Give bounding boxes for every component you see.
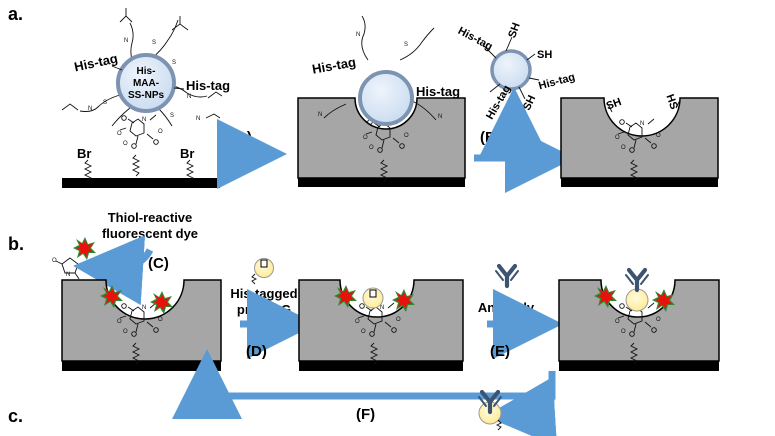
step-label-b: (B): [480, 129, 501, 146]
panel-b-stage-2: [298, 279, 464, 371]
svg-text:S: S: [152, 40, 156, 46]
base-strip: [299, 361, 463, 371]
np-label-line-2: MAA-: [133, 78, 159, 89]
arrow-step-f-return: [172, 349, 556, 419]
svg-text:S: S: [103, 100, 107, 106]
svg-text:S: S: [170, 113, 174, 119]
protein-label-line-2: proteinG: [237, 302, 291, 317]
base-strip: [298, 178, 465, 187]
step-label-f: (F): [356, 406, 375, 423]
released-nanoparticle: His-tag SH SH His-tag SH His-tag: [456, 21, 577, 121]
br-label-left: Br: [77, 146, 91, 161]
panel-a-stage-3: SH HS: [560, 93, 719, 187]
his-tagged-protein-g: [251, 258, 274, 285]
nanoparticle: [358, 70, 414, 126]
his-tag-label-right: His-tag: [416, 84, 460, 99]
panel-label-b: b.: [8, 234, 24, 254]
panel-a-stage-2: N S N N His-tag His-tag: [297, 15, 466, 187]
panel-b-stage-1: [61, 279, 222, 371]
bound-antibody: [626, 270, 648, 290]
svg-text:N: N: [356, 32, 360, 38]
his-tag-label-left: His-tag: [311, 54, 357, 76]
svg-text:N: N: [187, 94, 191, 100]
nanoparticle: [116, 53, 176, 113]
panel-a-stage-1: Br Br N S S N S N S N His- MAA- SS-NPs His-t…: [61, 8, 230, 188]
panel-label-a: a.: [8, 4, 23, 24]
sh-label: SH: [537, 49, 552, 61]
his-tag-label: His-tag: [537, 71, 576, 92]
svg-text:N: N: [124, 38, 128, 44]
np-label-line-1: His-: [137, 66, 156, 77]
svg-text:N: N: [438, 114, 442, 120]
base-strip: [559, 361, 719, 371]
step-label-e: (E): [490, 343, 510, 360]
bound-protein: [362, 287, 384, 309]
panel-label-c: c.: [8, 406, 23, 426]
svg-text:N: N: [88, 106, 92, 112]
br-label-right: Br: [180, 146, 194, 161]
polymer-block-b1: [61, 279, 222, 362]
svg-text:O: O: [52, 258, 57, 264]
his-tag-label-right: His-tag: [186, 78, 230, 93]
step-label-d: (D): [246, 343, 267, 360]
protein-label-line-1: His-tagged: [230, 286, 297, 301]
sh-label: SH: [506, 21, 523, 40]
base-strip: [62, 178, 220, 188]
antibody-icon: [496, 266, 518, 286]
base-strip: [561, 178, 718, 187]
released-complex: [479, 392, 501, 431]
arrow-step-c: [73, 235, 154, 306]
np-label-line-3: SS-NPs: [128, 90, 165, 101]
step-label-a: (A): [231, 129, 252, 146]
thiol-dye-label-line-2: fluorescent dye: [102, 226, 198, 241]
sh-label: SH: [605, 96, 624, 113]
polymer-block-a2: [297, 97, 466, 179]
his-tag-label: His-tag: [456, 25, 495, 53]
bound-protein: [625, 288, 649, 312]
his-tag-label-left: His-tag: [73, 51, 119, 75]
step-label-c: (C): [148, 255, 169, 272]
antibody-label: Antibody: [478, 300, 535, 315]
nanoparticle: [490, 49, 532, 91]
svg-text:N: N: [66, 272, 70, 278]
svg-text:N: N: [318, 112, 322, 118]
his-tag-label: His-tag: [484, 83, 513, 121]
thiol-dye-label-line-1: Thiol-reactive: [108, 210, 193, 225]
svg-text:S: S: [172, 60, 176, 66]
arrow-step-f-release: [485, 376, 558, 436]
base-strip: [62, 361, 221, 371]
panel-b-stage-3: [558, 270, 720, 371]
svg-text:S: S: [404, 42, 408, 48]
hs-label: HS: [663, 93, 680, 111]
svg-text:N: N: [196, 116, 200, 122]
